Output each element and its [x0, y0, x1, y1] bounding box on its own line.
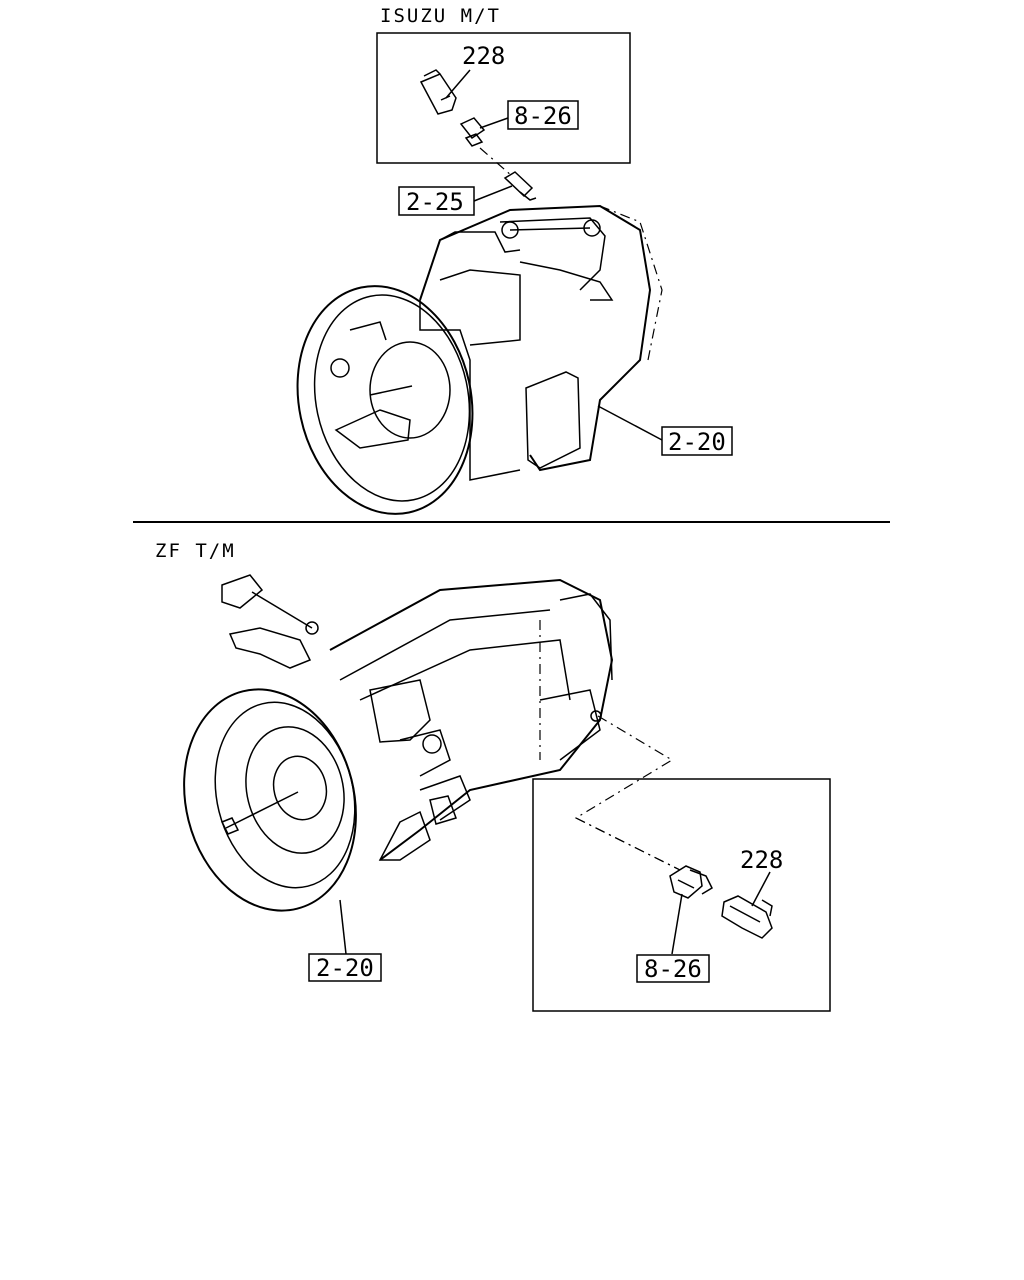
callout-228-top: 228	[462, 42, 505, 70]
callout-8-26-bottom: 8-26	[644, 955, 702, 983]
leader-8-26-bottom	[671, 893, 683, 955]
isuzu-transmission-drawing	[296, 204, 663, 515]
section-title-isuzu: ISUZU M/T	[380, 5, 501, 27]
sensor-2-25-drawing	[503, 171, 537, 201]
callout-box-8-26-bottom	[636, 954, 710, 983]
callout-2-20-top: 2-20	[668, 428, 726, 456]
callout-2-20-bottom: 2-20	[316, 954, 374, 982]
callout-228-bottom: 228	[740, 846, 783, 874]
callout-box-2-20-top	[661, 426, 733, 456]
leader-2-20-top	[597, 405, 663, 441]
connection-line-detail	[575, 817, 681, 871]
leader-228-top	[445, 69, 471, 99]
leader-2-20-bottom	[339, 899, 347, 955]
callout-2-25: 2-25	[406, 188, 464, 216]
callout-box-8-26-top	[507, 100, 579, 130]
switch-8-26-drawing	[459, 117, 486, 147]
connector-228-drawing	[419, 69, 457, 115]
leader-228-bottom	[751, 871, 771, 907]
callout-8-26-top: 8-26	[514, 102, 572, 130]
section-title-zf: ZF T/M	[155, 540, 236, 562]
connector-228-bottom-drawing	[721, 895, 773, 939]
callout-box-2-20-bottom	[308, 953, 382, 982]
switch-8-26-bottom-drawing	[669, 865, 713, 899]
connection-line-bottom	[574, 715, 681, 871]
detail-box-isuzu	[376, 32, 631, 164]
leader-8-26-top	[479, 117, 509, 129]
connection-line-top	[479, 147, 513, 177]
detail-box-zf	[532, 778, 831, 1012]
leader-2-25	[473, 185, 513, 202]
zf-transmission-drawing	[183, 574, 614, 912]
callout-box-2-25	[398, 186, 475, 216]
